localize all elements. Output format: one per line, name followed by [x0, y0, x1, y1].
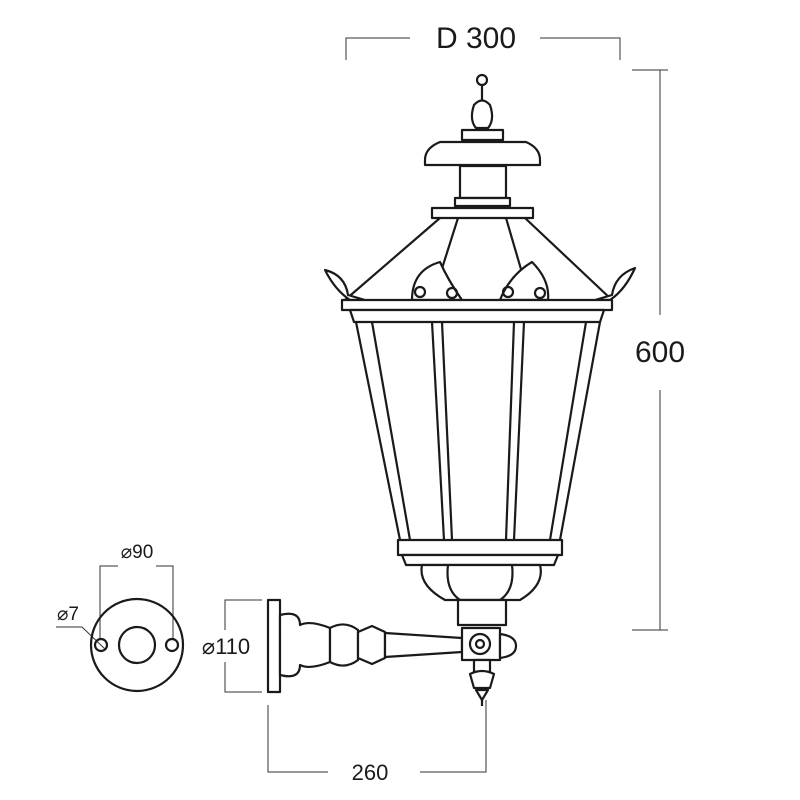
hole-spacing-label: ⌀90 — [121, 542, 154, 563]
plate-diameter-label: ⌀110 — [202, 634, 250, 659]
width-label: D 300 — [436, 22, 516, 55]
projection-label: 260 — [352, 760, 389, 785]
height-dimension: 600 — [632, 69, 685, 631]
wall-plate-front-view: ⌀90 ⌀7 — [56, 542, 185, 693]
width-dimension: D 300 — [345, 22, 621, 60]
lantern-side-view — [266, 73, 637, 706]
projection-dimension: 260 — [267, 700, 487, 785]
height-label: 600 — [635, 336, 685, 369]
plate-diameter-dimension: ⌀110 — [202, 599, 262, 693]
hole-diameter-label: ⌀7 — [57, 604, 79, 625]
